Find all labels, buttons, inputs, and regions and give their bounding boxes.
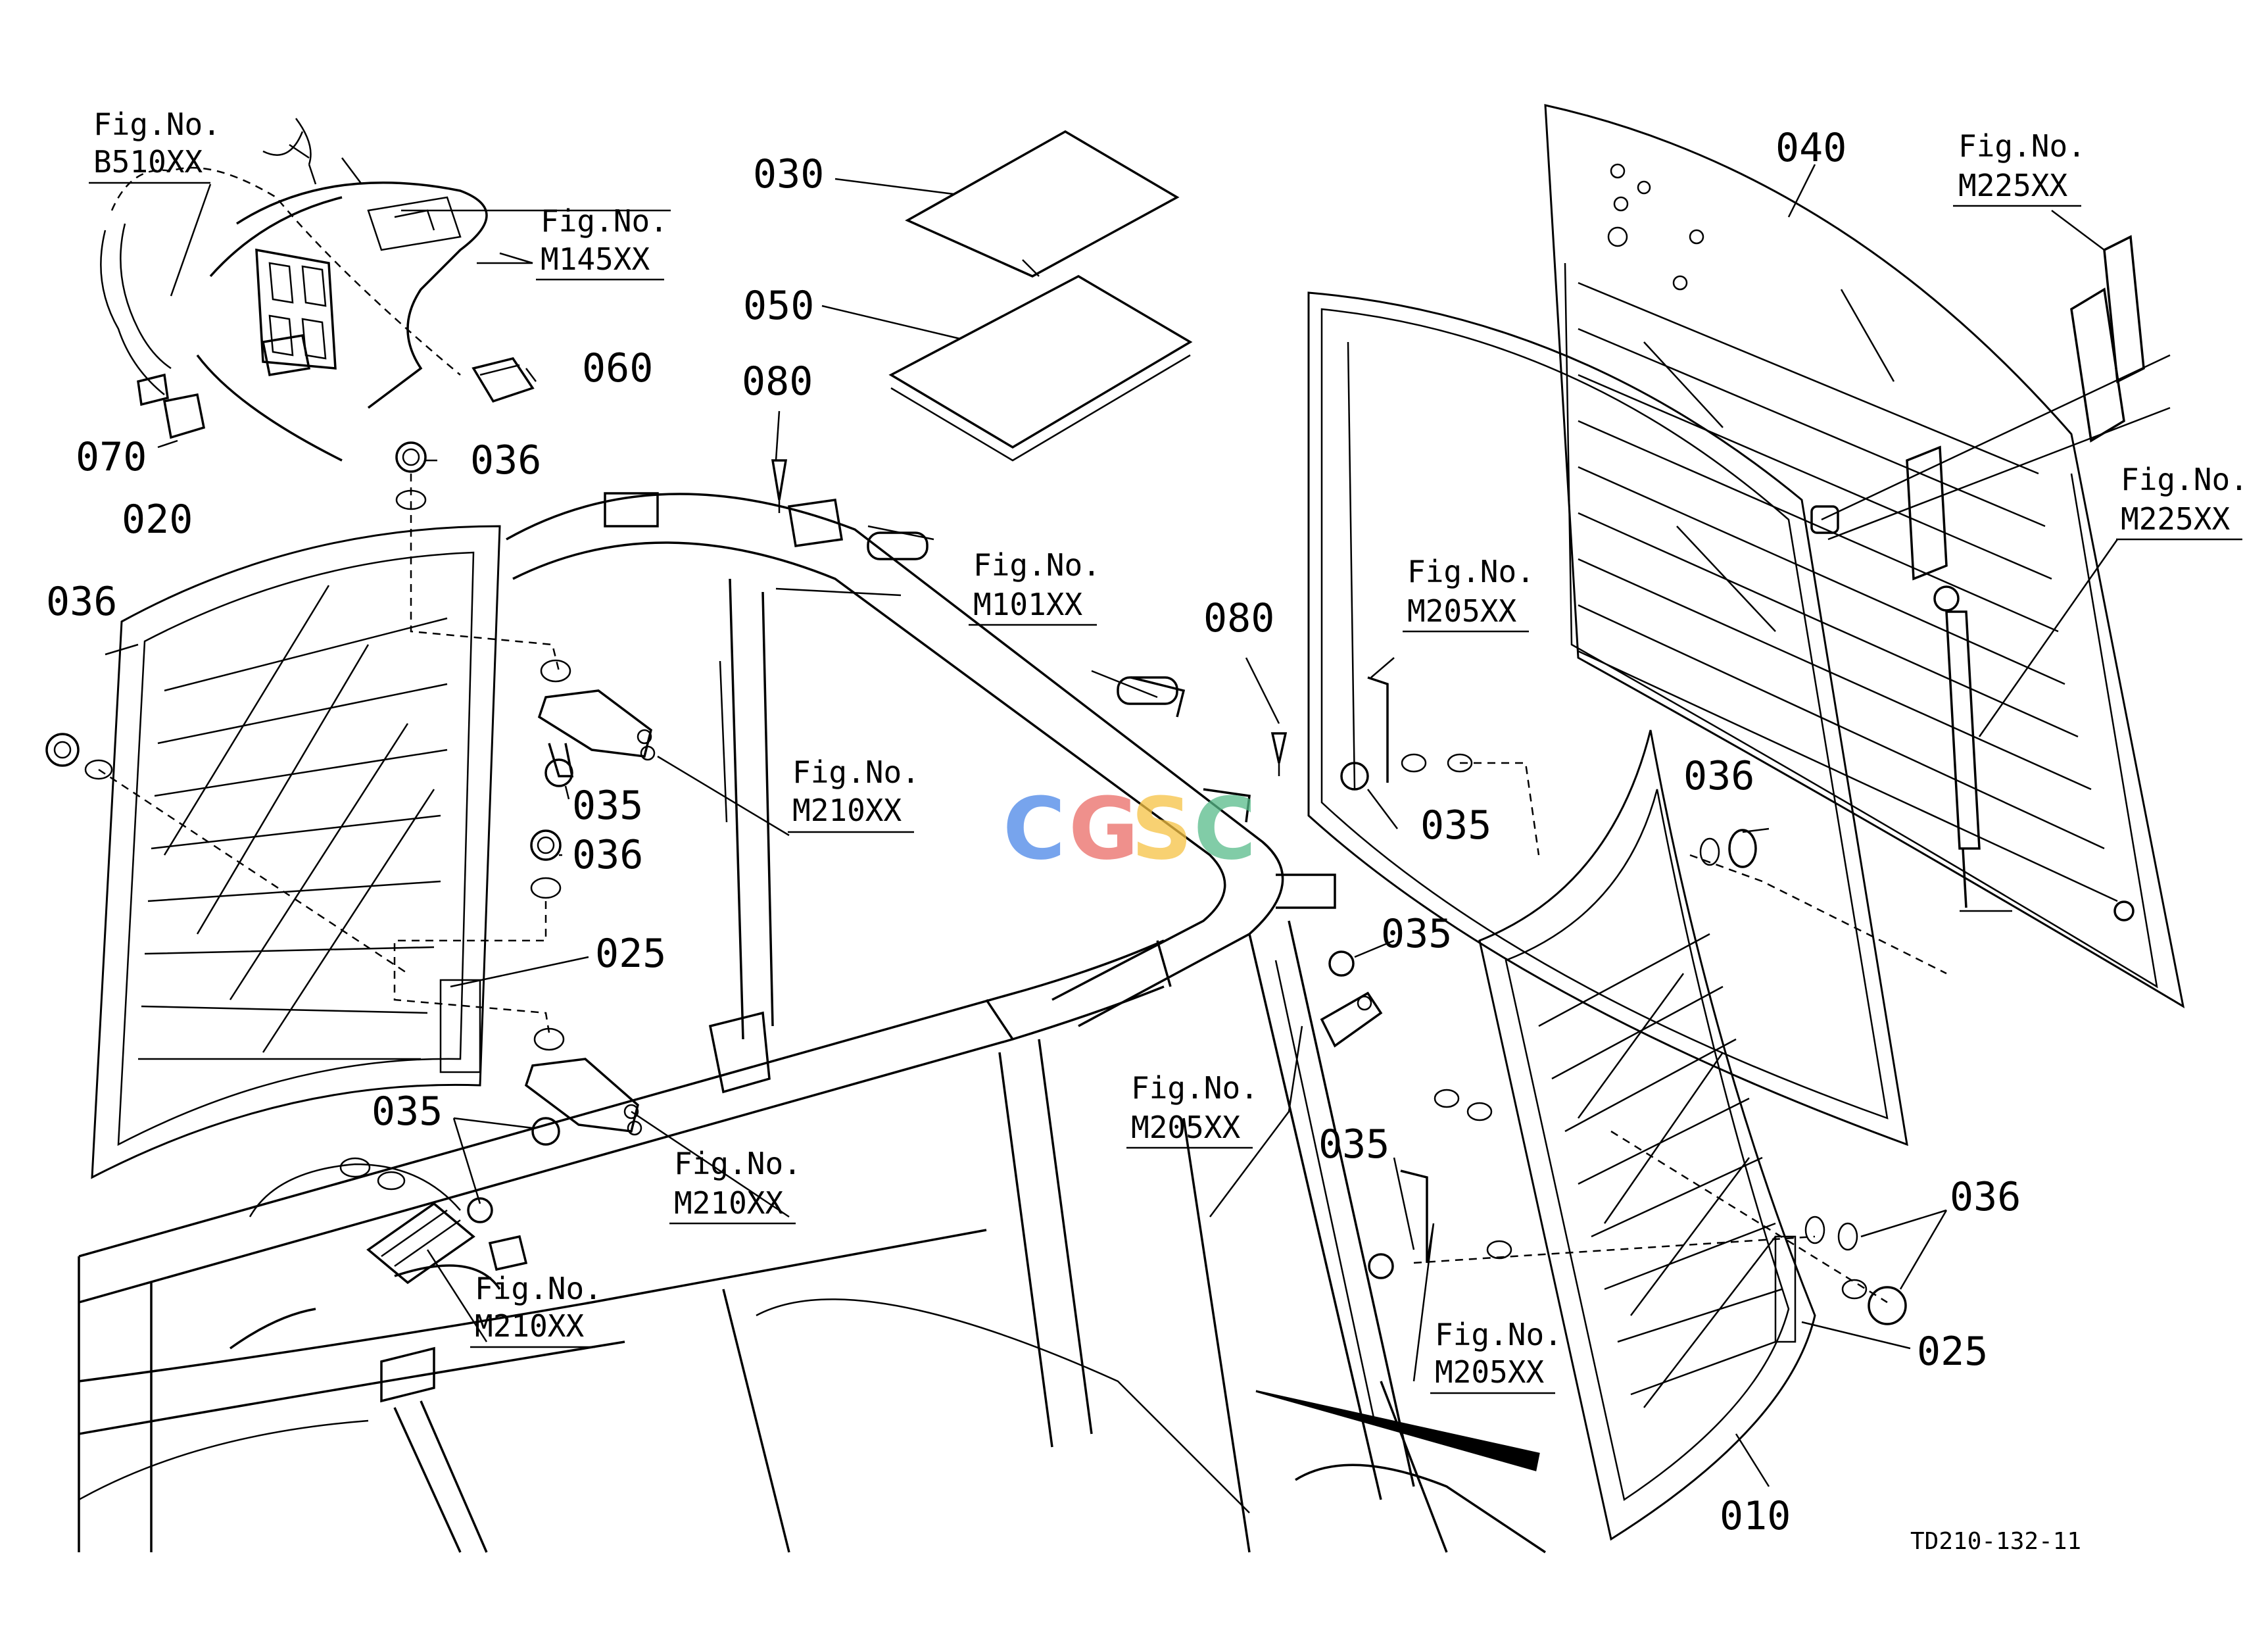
decal-sheets <box>888 130 1193 462</box>
part-label-040: 040 <box>1775 125 1846 171</box>
fig-ref-m210xx[interactable]: M210XX <box>792 793 902 828</box>
svg-text:C: C <box>1194 779 1256 879</box>
part-label-025: 025 <box>595 931 666 977</box>
fig-ref-m205xx[interactable]: M205XX <box>1131 1110 1240 1145</box>
part-label-035: 035 <box>1420 802 1491 848</box>
dash-panel <box>100 118 535 462</box>
svg-text:C: C <box>1003 779 1065 879</box>
part-label-036: 036 <box>572 832 643 878</box>
part-label-036: 036 <box>470 437 541 483</box>
fig-label: Fig.No. <box>973 547 1101 583</box>
fig-label: Fig.No. <box>475 1271 602 1306</box>
fig-label: Fig.No. <box>541 203 668 239</box>
right-door-glass <box>1478 729 1816 1541</box>
rear-glass <box>1544 104 2185 1009</box>
fig-label: Fig.No. <box>93 107 221 142</box>
leader-lines <box>105 164 2119 1487</box>
rear-window-frame <box>1307 291 1908 1146</box>
fig-ref-m205xx[interactable]: M205XX <box>1407 593 1516 629</box>
part-label-020: 020 <box>122 497 193 543</box>
fig-ref-m101xx[interactable]: M101XX <box>973 587 1082 622</box>
part-label-036: 036 <box>1950 1174 2021 1220</box>
part-label-035: 035 <box>1318 1121 1389 1168</box>
fig-label: Fig.No. <box>792 754 920 790</box>
fig-ref-m225xx[interactable]: M225XX <box>1958 168 2067 203</box>
fig-label: Fig.No. <box>1407 554 1535 589</box>
fig-ref-b510xx[interactable]: B510XX <box>93 144 203 180</box>
part-label-010: 010 <box>1720 1493 1791 1539</box>
svg-text:G: G <box>1069 779 1139 879</box>
part-label-080: 080 <box>1203 595 1274 641</box>
fig-label: Fig.No. <box>1435 1317 1562 1352</box>
part-label-035: 035 <box>1381 911 1452 957</box>
part-label-050: 050 <box>743 283 814 329</box>
cab-frame <box>78 492 1546 1554</box>
part-label-035: 035 <box>572 783 643 829</box>
part-label-080: 080 <box>742 358 813 405</box>
part-label-035: 035 <box>372 1089 443 1135</box>
fig-label: Fig.No. <box>2121 462 2248 497</box>
part-label-030: 030 <box>753 151 824 197</box>
fig-label: Fig.No. <box>1131 1070 1259 1106</box>
svg-text:S: S <box>1131 779 1193 879</box>
fig-ref-m210xx[interactable]: M210XX <box>475 1308 584 1344</box>
diagram-code: TD210-132-11 <box>1910 1528 2081 1555</box>
hardware <box>45 441 1947 1325</box>
part-label-070: 070 <box>76 434 147 480</box>
figure-references: Fig.No. B510XX Fig.No. M145XX Fig.No. M1… <box>89 107 2248 1394</box>
part-label-060: 060 <box>582 345 653 391</box>
part-label-025: 025 <box>1917 1329 1988 1375</box>
fig-ref-m205xx[interactable]: M205XX <box>1435 1354 1544 1390</box>
part-label-036: 036 <box>1683 753 1754 799</box>
direction-arrow <box>1255 1390 1540 1471</box>
fig-label: Fig.No. <box>1958 128 2086 164</box>
left-door-glass <box>91 525 501 1179</box>
part-label-036: 036 <box>46 579 117 625</box>
watermark-logo: C G S C <box>1003 779 1256 879</box>
fig-ref-m145xx[interactable]: M145XX <box>541 241 650 277</box>
fig-ref-m210xx[interactable]: M210XX <box>674 1185 783 1221</box>
part-labels: 030 050 080 080 060 070 036 020 036 035 … <box>46 125 2021 1539</box>
fig-label: Fig.No. <box>674 1146 802 1181</box>
fig-ref-m225xx[interactable]: M225XX <box>2121 501 2230 537</box>
